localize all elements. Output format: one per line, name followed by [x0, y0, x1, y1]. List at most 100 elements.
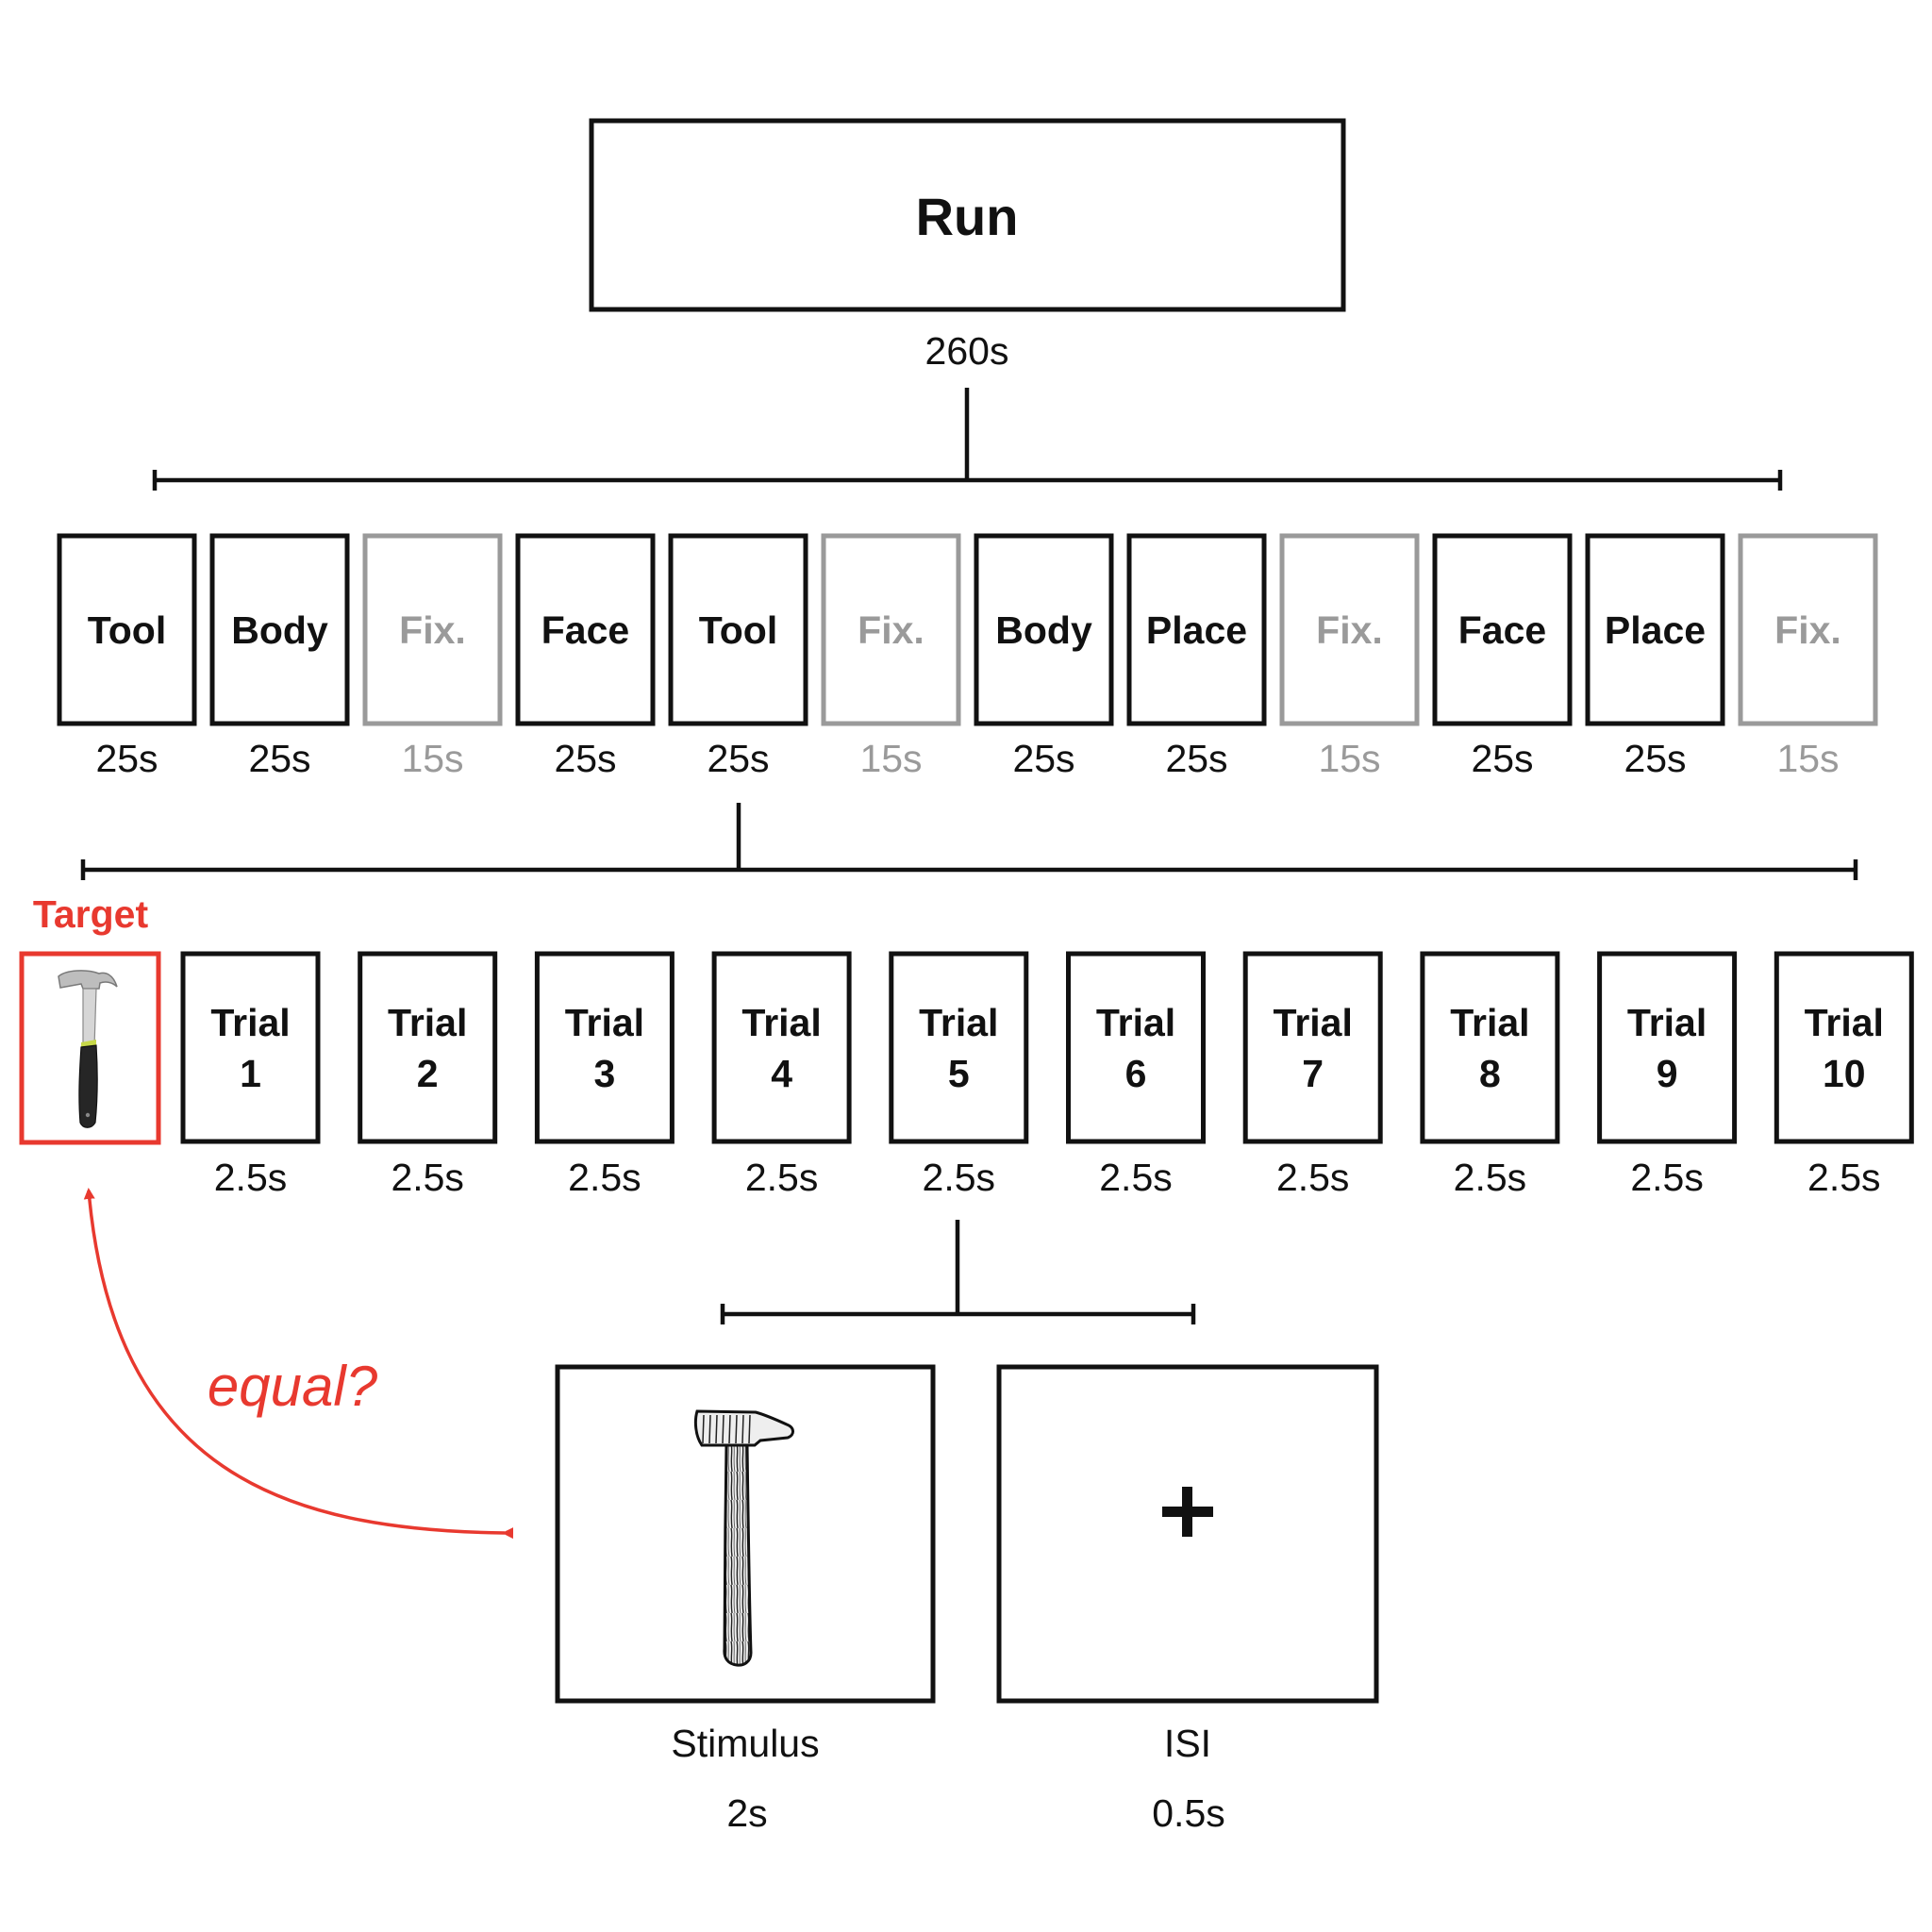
- fixation-block: Fix.15s: [1738, 533, 1878, 780]
- stimulus-box: [555, 1364, 936, 1704]
- stimulus-label: Stimulus: [671, 1722, 819, 1765]
- trial-duration: 2.5s: [391, 1156, 464, 1199]
- trial: Trial 1 2.5s: [180, 951, 321, 1199]
- block-label: Tool: [88, 608, 166, 652]
- trial-duration: 2.5s: [1099, 1156, 1173, 1199]
- trial-duration: 2.5s: [1276, 1156, 1350, 1199]
- block-label: Body: [995, 608, 1092, 652]
- trial-label: Trial: [1627, 1001, 1707, 1044]
- trial-duration: 2.5s: [1807, 1156, 1881, 1199]
- block-label: Tool: [699, 608, 777, 652]
- stimulus-duration: 2s: [726, 1791, 767, 1835]
- trial-box: [1066, 951, 1206, 1144]
- block-label: Place: [1146, 608, 1247, 652]
- isi-duration: 0.5s: [1152, 1791, 1225, 1835]
- trial-number: 5: [948, 1052, 970, 1095]
- trial-box: [534, 951, 675, 1144]
- block-label: Face: [541, 608, 629, 652]
- block-duration: 25s: [1012, 737, 1074, 780]
- trial-box: [711, 951, 852, 1144]
- block: Place 25s: [1126, 533, 1267, 780]
- block-duration: 15s: [401, 737, 463, 780]
- trial-bracket: [720, 1220, 1196, 1324]
- block-box: [821, 533, 961, 726]
- trial-label: Trial: [210, 1001, 290, 1044]
- trial-box: [1242, 951, 1383, 1144]
- block-box: [1126, 533, 1267, 726]
- block-bracket: [80, 803, 1858, 880]
- run-label: Run: [916, 187, 1019, 246]
- trial-number: 4: [771, 1052, 792, 1095]
- trial-box: [180, 951, 321, 1144]
- block-duration: 25s: [95, 737, 158, 780]
- run-box: [589, 118, 1346, 312]
- block-box: [974, 533, 1114, 726]
- trial-duration: 2.5s: [214, 1156, 288, 1199]
- comparison-arrow: [83, 1188, 514, 1540]
- trial-duration: 2.5s: [923, 1156, 996, 1199]
- trial-box: [1420, 951, 1560, 1144]
- block-box: [1279, 533, 1420, 726]
- run-duration: 260s: [925, 329, 1009, 373]
- sketch-hammer-icon: [693, 1409, 794, 1667]
- trial-label: Trial: [388, 1001, 467, 1044]
- trial-number: 3: [593, 1052, 615, 1095]
- block-duration: 15s: [1776, 737, 1839, 780]
- block: Face 25s: [515, 533, 656, 780]
- trial-duration: 2.5s: [568, 1156, 641, 1199]
- target-label: Target: [33, 892, 149, 936]
- trial-label: Trial: [1274, 1001, 1353, 1044]
- trial-label: Trial: [1805, 1001, 1884, 1044]
- block-box: [515, 533, 656, 726]
- trial-number: 1: [240, 1052, 261, 1095]
- trial-number: 8: [1479, 1052, 1501, 1095]
- block-duration: 25s: [554, 737, 616, 780]
- trial-label: Trial: [919, 1001, 998, 1044]
- block-box: [668, 533, 808, 726]
- trial-number: 6: [1125, 1052, 1147, 1095]
- block-duration: 25s: [1471, 737, 1533, 780]
- isi-label: ISI: [1164, 1722, 1211, 1765]
- trial-row: Trial12.5sTrial22.5sTrial32.5sTrial42.5s…: [180, 951, 1914, 1199]
- trial: Trial 7 2.5s: [1242, 951, 1383, 1199]
- trial-label: Trial: [741, 1001, 821, 1044]
- block-box: [1585, 533, 1725, 726]
- trial-number: 7: [1302, 1052, 1324, 1095]
- block-duration: 15s: [859, 737, 922, 780]
- block-label: Fix.: [858, 608, 924, 652]
- trial-box: [1597, 951, 1738, 1144]
- block-duration: 25s: [248, 737, 310, 780]
- block: Tool 25s: [57, 533, 197, 780]
- isi-box: [996, 1364, 1379, 1704]
- trial-box: [1774, 951, 1914, 1144]
- trial-label: Trial: [1450, 1001, 1529, 1044]
- block-box: [1738, 533, 1878, 726]
- trial-box: [358, 951, 498, 1144]
- block-duration: 25s: [1624, 737, 1686, 780]
- trial-number: 10: [1823, 1052, 1866, 1095]
- block-box: [57, 533, 197, 726]
- trial-duration: 2.5s: [745, 1156, 819, 1199]
- trial: Trial 10 2.5s: [1774, 951, 1914, 1199]
- block: Body 25s: [974, 533, 1114, 780]
- block-box: [362, 533, 503, 726]
- block-duration: 25s: [1165, 737, 1227, 780]
- block-label: Face: [1458, 608, 1546, 652]
- trial-box: [889, 951, 1029, 1144]
- comparison-label: equal?: [208, 1355, 378, 1418]
- fixation-block: Fix. 15s: [821, 533, 961, 780]
- block: Body 25s: [209, 533, 350, 780]
- block-label: Body: [231, 608, 328, 652]
- target-box: [19, 951, 161, 1145]
- block-label: Fix.: [1316, 608, 1383, 652]
- trial: Trial 4 2.5s: [711, 951, 852, 1199]
- block-row: Tool25sBody25sFix.15sFace25sTool25sFix.1…: [57, 533, 1878, 780]
- block: Face 25s: [1432, 533, 1573, 780]
